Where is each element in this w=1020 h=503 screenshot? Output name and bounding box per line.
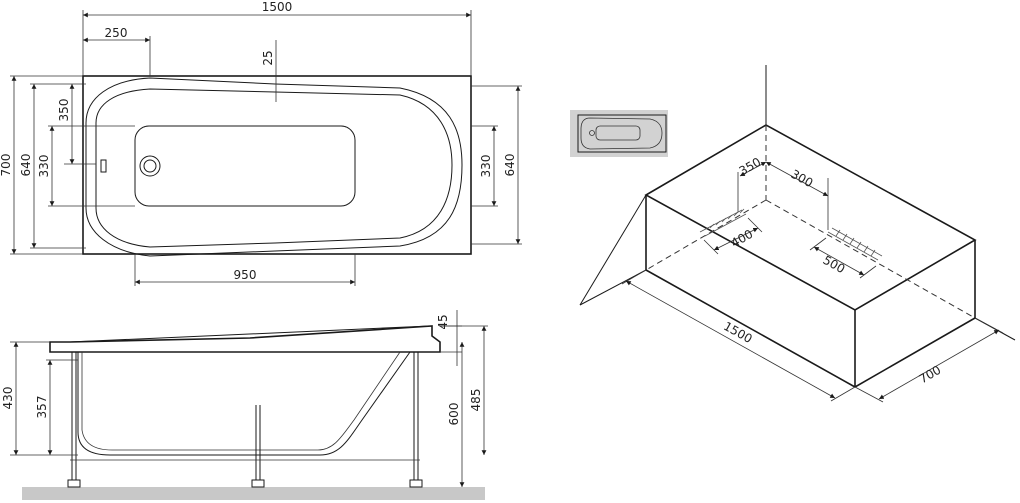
dim-inner-depth-side: 357	[35, 396, 49, 419]
overflow-icon	[100, 159, 107, 173]
dim-inner-width-right: 640	[503, 154, 517, 177]
dim-width-left: 700	[0, 154, 13, 177]
dim-rim-offset: 25	[261, 50, 275, 65]
dim-rim-height: 45	[436, 314, 450, 329]
dim-height-left: 430	[1, 387, 15, 410]
rim-outline	[49, 325, 441, 353]
top-view-outline	[82, 75, 472, 255]
dim-inner-depth-left: 350	[57, 99, 71, 122]
side-view: 430 357 45 485 600	[1, 310, 488, 500]
dim-total-height: 600	[447, 403, 461, 426]
top-view: 1500 250 25 700 640 350 330 330	[0, 0, 522, 286]
dim-headrest-offset: 250	[105, 26, 128, 40]
tub-thumbnail	[570, 110, 668, 157]
floor	[22, 487, 485, 500]
dim-bottom-width-left: 330	[37, 155, 51, 178]
dim-bottom-length: 950	[234, 268, 257, 282]
dim-right-pad-width: 500	[821, 253, 848, 276]
dim-iso-length: 1500	[721, 319, 755, 346]
thumbnail-drain-icon	[589, 130, 595, 136]
support-pad-left: 400	[699, 208, 763, 255]
dim-height-right: 485	[469, 389, 483, 412]
dim-left-pad-offset: 350	[737, 155, 764, 179]
bowl-bottom	[134, 125, 356, 207]
bowl-outer-contour	[85, 77, 463, 257]
dim-length-top: 1500	[262, 0, 293, 14]
dim-left-pad-width: 400	[729, 227, 756, 251]
thumbnail-background	[570, 110, 668, 157]
dim-iso-width: 700	[917, 363, 944, 387]
dim-inner-width-left: 640	[19, 154, 33, 177]
support-pad-right: 500	[809, 227, 883, 279]
dim-bottom-width-right: 330	[479, 155, 493, 178]
wall-floor-left	[579, 269, 647, 306]
drain-icon	[139, 155, 161, 177]
bowl-profile	[77, 351, 411, 456]
box-top	[644, 124, 977, 311]
bowl-inner-contour	[95, 88, 453, 248]
